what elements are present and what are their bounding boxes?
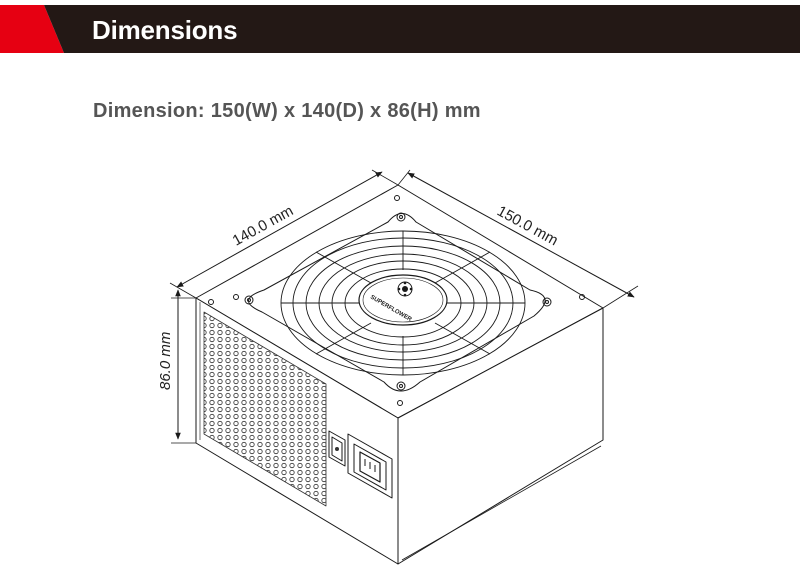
header-bar-shape [0, 5, 800, 53]
width-dimension-line [407, 172, 635, 298]
header-red-accent [0, 5, 64, 53]
dimension-spec-text: Dimension: 150(W) x 140(D) x 86(H) mm [93, 100, 481, 122]
section-header-banner: Dimensions [0, 5, 800, 53]
psu-right-face [397, 307, 604, 565]
vent-mesh [203, 311, 327, 507]
section-title: Dimensions [92, 15, 238, 45]
height-label: 86.0 mm [157, 332, 174, 390]
header-dark-bar [44, 5, 800, 53]
brand-logo-icon [397, 281, 413, 297]
depth-dimension-line [176, 171, 383, 288]
